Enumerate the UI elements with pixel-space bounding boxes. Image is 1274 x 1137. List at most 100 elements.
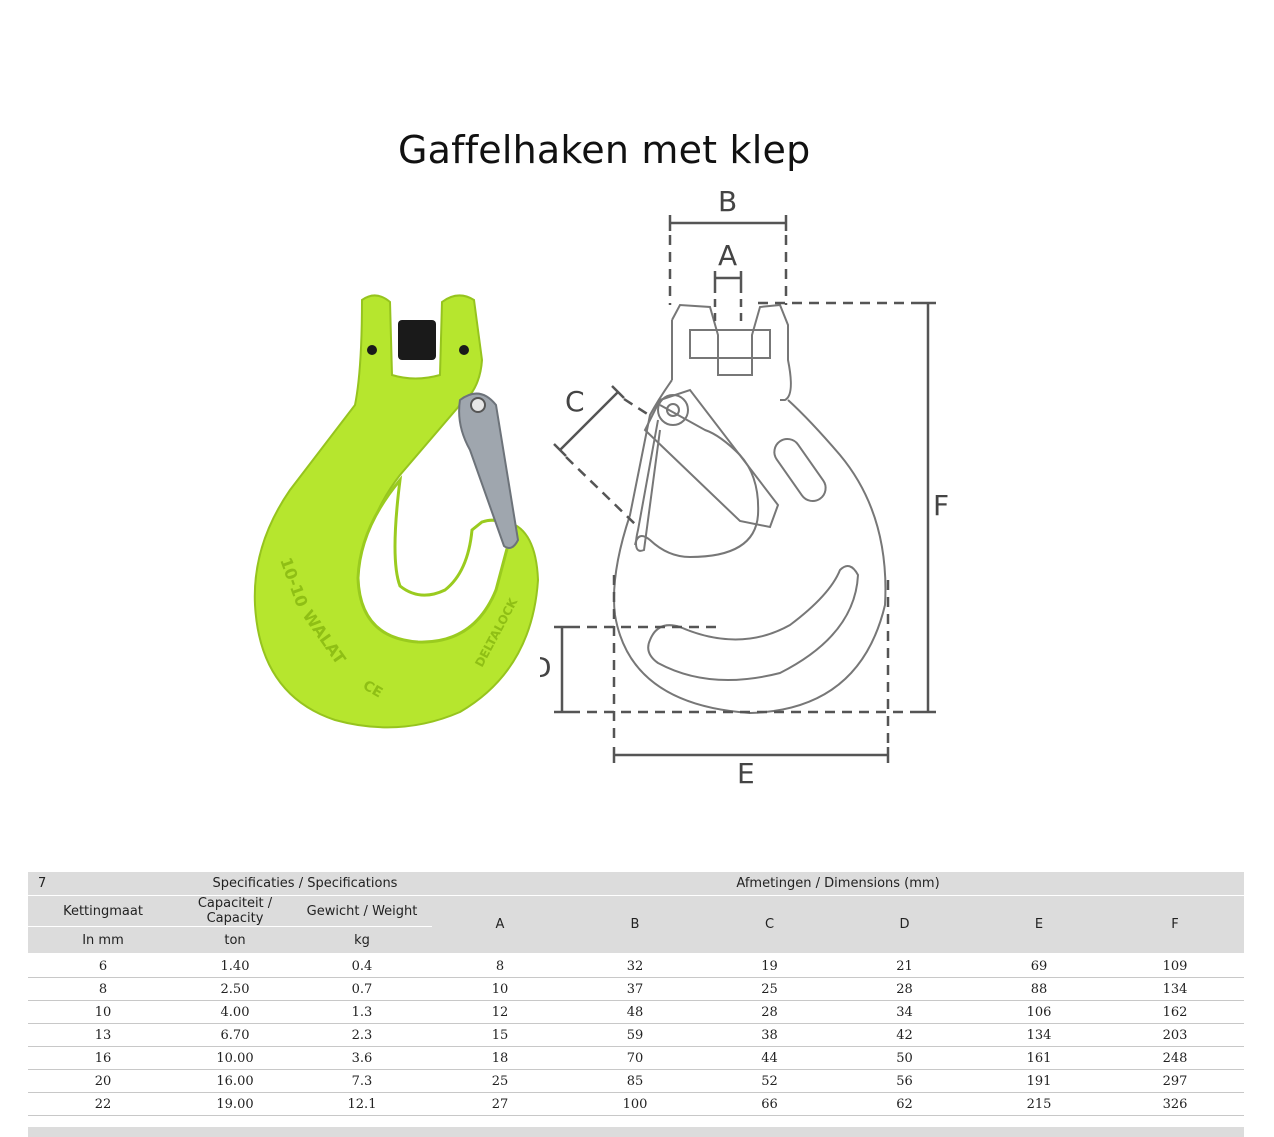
- drawing-body-outline: [613, 320, 887, 715]
- cell-dim-e: 88: [972, 977, 1106, 1001]
- footer-bar: [28, 1127, 1244, 1137]
- cell-dim-d: 42: [837, 1023, 972, 1047]
- cell-dim-b: 32: [568, 953, 702, 978]
- cell-dim-a: 8: [432, 953, 568, 978]
- cell-capacity: 19.00: [178, 1092, 292, 1116]
- cell-dim-f: 109: [1106, 953, 1245, 978]
- dim-label-f: F: [933, 489, 949, 522]
- cell-dim-e: 191: [972, 1069, 1106, 1093]
- cell-dim-c: 25: [702, 977, 837, 1001]
- cell-dim-b: 48: [568, 1000, 702, 1024]
- group-header-dims: Afmetingen / Dimensions (mm): [432, 872, 1245, 896]
- dim-line-c: [559, 391, 619, 451]
- cell-dim-b: 100: [568, 1092, 702, 1116]
- cell-weight: 2.3: [292, 1023, 432, 1047]
- chain-pin: [398, 320, 436, 360]
- drawing-latch-pivot-inner: [666, 403, 680, 417]
- col-header-a: A: [432, 895, 568, 953]
- col-header-e: E: [972, 895, 1106, 953]
- cell-dim-f: 326: [1106, 1092, 1245, 1116]
- drawing-inner-groove: [647, 565, 860, 682]
- page-title: Gaffelhaken met klep: [398, 128, 811, 172]
- cell-dim-e: 69: [972, 953, 1106, 978]
- cell-dim-b: 70: [568, 1046, 702, 1070]
- cell-dim-b: 37: [568, 977, 702, 1001]
- cell-capacity: 1.40: [178, 953, 292, 978]
- cell-chain-size: 22: [28, 1092, 178, 1116]
- cell-dim-f: 162: [1106, 1000, 1245, 1024]
- cell-dim-e: 106: [972, 1000, 1106, 1024]
- cell-capacity: 16.00: [178, 1069, 292, 1093]
- cell-dim-a: 12: [432, 1000, 568, 1024]
- cell-dim-d: 28: [837, 977, 972, 1001]
- latch-pivot: [470, 397, 486, 413]
- cell-dim-e: 215: [972, 1092, 1106, 1116]
- cell-weight: 0.4: [292, 953, 432, 978]
- spec-table: 7 Specificaties / Specifications Afmetin…: [28, 872, 1245, 1116]
- cell-dim-c: 38: [702, 1023, 837, 1047]
- cell-capacity: 6.70: [178, 1023, 292, 1047]
- drawing-latch: [643, 388, 780, 529]
- dim-label-a: A: [718, 239, 737, 272]
- drawing-pin: [689, 329, 771, 359]
- cell-chain-size: 16: [28, 1046, 178, 1070]
- cell-chain-size: 20: [28, 1069, 178, 1093]
- cell-dim-c: 66: [702, 1092, 837, 1116]
- dim-label-c: C: [565, 385, 585, 418]
- drawing-slot: [773, 437, 827, 503]
- col-header-d: D: [837, 895, 972, 953]
- drawing-latch-pivot-outer: [657, 394, 689, 426]
- drawing-latch-tip: [635, 419, 661, 552]
- cell-dim-a: 25: [432, 1069, 568, 1093]
- col-header-chain: Kettingmaat: [28, 895, 178, 927]
- cell-dim-a: 10: [432, 977, 568, 1001]
- cell-chain-size: 8: [28, 977, 178, 1001]
- col-header-b: B: [568, 895, 702, 953]
- cell-dim-a: 15: [432, 1023, 568, 1047]
- hook-illustration: 10-10 WALAT CE DELTALOCK: [253, 294, 540, 729]
- unit-capacity: ton: [178, 926, 292, 953]
- cell-dim-d: 21: [837, 953, 972, 978]
- dim-label-e: E: [737, 757, 755, 790]
- dimension-drawing: B A C F D E: [540, 185, 949, 790]
- cell-dim-b: 59: [568, 1023, 702, 1047]
- group-header-specs: Specificaties / Specifications: [178, 872, 432, 896]
- col-header-capacity: Capaciteit / Capacity: [178, 895, 292, 927]
- cell-dim-c: 52: [702, 1069, 837, 1093]
- cell-dim-c: 28: [702, 1000, 837, 1024]
- cell-capacity: 10.00: [178, 1046, 292, 1070]
- col-header-c: C: [702, 895, 837, 953]
- cell-capacity: 2.50: [178, 977, 292, 1001]
- cell-dim-f: 134: [1106, 977, 1245, 1001]
- col-header-weight: Gewicht / Weight: [292, 895, 432, 927]
- unit-weight: kg: [292, 926, 432, 953]
- cell-weight: 7.3: [292, 1069, 432, 1093]
- cell-weight: 12.1: [292, 1092, 432, 1116]
- cell-dim-c: 44: [702, 1046, 837, 1070]
- cell-chain-size: 10: [28, 1000, 178, 1024]
- dim-label-d: D: [540, 651, 552, 684]
- cell-dim-f: 203: [1106, 1023, 1245, 1047]
- pin-hole-left: [367, 345, 377, 355]
- cell-dim-b: 85: [568, 1069, 702, 1093]
- cell-weight: 0.7: [292, 977, 432, 1001]
- col-header-f: F: [1106, 895, 1245, 953]
- cell-dim-c: 19: [702, 953, 837, 978]
- cell-dim-d: 62: [837, 1092, 972, 1116]
- cell-chain-size: 13: [28, 1023, 178, 1047]
- cell-dim-d: 50: [837, 1046, 972, 1070]
- pin-hole-right: [459, 345, 469, 355]
- cell-chain-size: 6: [28, 953, 178, 978]
- cell-dim-d: 34: [837, 1000, 972, 1024]
- unit-chain: In mm: [28, 926, 178, 953]
- cell-weight: 3.6: [292, 1046, 432, 1070]
- table-index: 7: [28, 872, 178, 896]
- cell-dim-e: 134: [972, 1023, 1106, 1047]
